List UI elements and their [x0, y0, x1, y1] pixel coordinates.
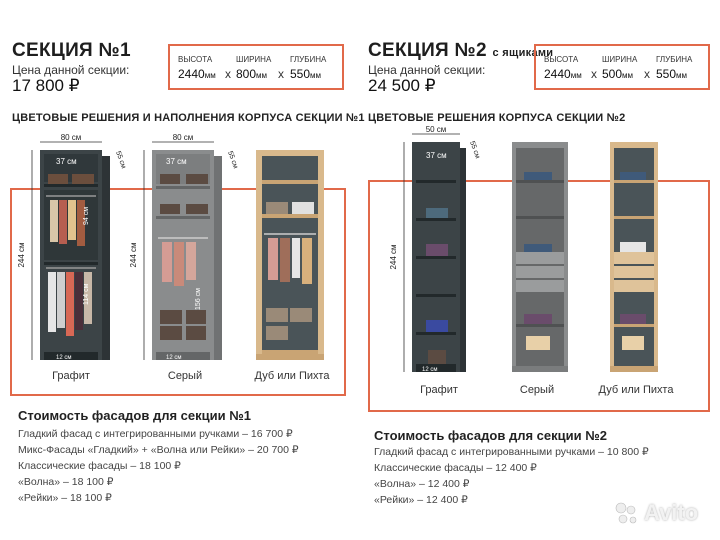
- width-label: ШИРИНА: [236, 55, 272, 64]
- section2-cost-title: Стоимость фасадов для секции №2: [374, 428, 607, 443]
- cabinet2-rail-dim: 156 см: [195, 288, 202, 310]
- avito-logo-icon: [615, 502, 637, 524]
- height-label: ВЫСОТА: [544, 55, 579, 64]
- cost-line: Гладкий фасад с интегрированными ручками…: [374, 446, 649, 458]
- cabinet2-side-dim: 55 см: [226, 150, 239, 170]
- width-value: 800мм: [236, 67, 268, 81]
- section1-cabinet-label-graphite: Графит: [52, 370, 90, 382]
- height-value: 2440мм: [544, 67, 582, 81]
- cabinet2-graphite: [412, 142, 466, 372]
- cabinet1-base-dim: 12 см: [56, 355, 71, 361]
- times-sign: x: [591, 67, 597, 81]
- cabinet-grey: [152, 150, 222, 360]
- section2-heading: ЦВЕТОВЫЕ РЕШЕНИЯ КОРПУСА СЕКЦИИ №2: [368, 112, 626, 124]
- depth-label: ГЛУБИНА: [290, 55, 327, 64]
- cabinet1-rail-dim: 94 см: [83, 207, 90, 225]
- height-value: 2440мм: [178, 67, 216, 81]
- cost-line: «Рейки» – 18 100 ₽: [18, 492, 112, 504]
- cabinet1-top-dim: 80 см: [61, 133, 82, 142]
- cost-line: «Волна» – 12 400 ₽: [374, 478, 470, 490]
- cost-line: «Волна» – 18 100 ₽: [18, 476, 114, 488]
- cabinet2-top-dim: 50 см: [426, 125, 447, 134]
- width-value: 500мм: [602, 67, 634, 81]
- section2-cost-list: Гладкий фасад с интегрированными ручками…: [374, 446, 649, 510]
- times-sign: x: [278, 67, 284, 81]
- section1-title: СЕКЦИЯ №1: [12, 40, 131, 61]
- section2-title: СЕКЦИЯ №2 с ящиками: [368, 40, 554, 61]
- cabinet-oak: [256, 150, 324, 360]
- section2-dimensions-box: ВЫСОТА ШИРИНА ГЛУБИНА 2440мм x 500мм x 5…: [534, 44, 710, 90]
- cost-line: Микс-Фасады «Гладкий» + «Волна или Рейки…: [18, 444, 299, 456]
- cabinet2-grey: [512, 142, 568, 372]
- section2-price-caption: Цена данной секции:: [368, 63, 486, 77]
- section2-cabinets-illustration: 50 см 55 см 244 см 37 см 12 см: [389, 125, 658, 373]
- cabinet2-base-dim: 12 см: [166, 355, 181, 361]
- cabinet2-oak: [610, 142, 658, 372]
- cabinet1-side-dim: 55 см: [114, 150, 127, 170]
- section2-cabinet-label-graphite: Графит: [420, 384, 458, 396]
- depth-label: ГЛУБИНА: [656, 55, 693, 64]
- cabinet1-height-dim: 244 см: [17, 242, 26, 267]
- section1-dimensions-box: ВЫСОТА ШИРИНА ГЛУБИНА 2440мм x 800мм x 5…: [168, 44, 344, 90]
- cost-line: Гладкий фасад с интегрированными ручками…: [18, 428, 293, 440]
- section1-price: 17 800 ₽: [12, 76, 80, 95]
- section1-cabinets-illustration: 80 см 55 см 244 см 37 см 94 см 114 см 12…: [17, 133, 324, 361]
- section1-heading: ЦВЕТОВЫЕ РЕШЕНИЯ И НАПОЛНЕНИЯ КОРПУСА СЕ…: [12, 112, 365, 124]
- cabinet2-base-dim: 12 см: [422, 367, 437, 373]
- depth-value: 550мм: [656, 67, 688, 81]
- avito-watermark-text: Avito: [644, 500, 699, 525]
- width-label: ШИРИНА: [602, 55, 638, 64]
- cost-line: Классические фасады – 18 100 ₽: [18, 460, 181, 472]
- cabinet2-shelf-dim: 37 см: [166, 157, 187, 166]
- cabinet2-height-dim: 244 см: [389, 244, 398, 269]
- cabinet2-side-dim: 55 см: [468, 140, 481, 160]
- section1-cabinet-label-grey: Серый: [167, 370, 203, 382]
- cost-line: Классические фасады – 12 400 ₽: [374, 462, 537, 474]
- depth-value: 550мм: [290, 67, 322, 81]
- section2-cabinet-label-oak: Дуб или Пихта: [598, 384, 674, 396]
- cabinet1-lower-dim: 114 см: [83, 283, 90, 305]
- section1-cabinet-label-oak: Дуб или Пихта: [254, 370, 330, 382]
- section1-cost-title: Стоимость фасадов для секции №1: [18, 408, 251, 423]
- avito-watermark: Avito: [614, 500, 698, 526]
- cabinet-graphite: [40, 150, 110, 360]
- section2-cabinet-label-grey: Серый: [519, 384, 555, 396]
- cabinet1-shelf-dim: 37 см: [56, 157, 77, 166]
- section1-price-caption: Цена данной секции:: [12, 63, 130, 77]
- cost-line: «Рейки» – 12 400 ₽: [374, 494, 468, 506]
- times-sign: x: [644, 67, 650, 81]
- cabinet2-shelf-dim: 37 см: [426, 151, 447, 160]
- height-label: ВЫСОТА: [178, 55, 213, 64]
- cabinet2-height-dim: 244 см: [129, 242, 138, 267]
- times-sign: x: [225, 67, 231, 81]
- cabinet2-top-dim: 80 см: [173, 133, 194, 142]
- section1-cost-list: Гладкий фасад с интегрированными ручками…: [18, 428, 299, 508]
- section2-price: 24 500 ₽: [368, 76, 436, 95]
